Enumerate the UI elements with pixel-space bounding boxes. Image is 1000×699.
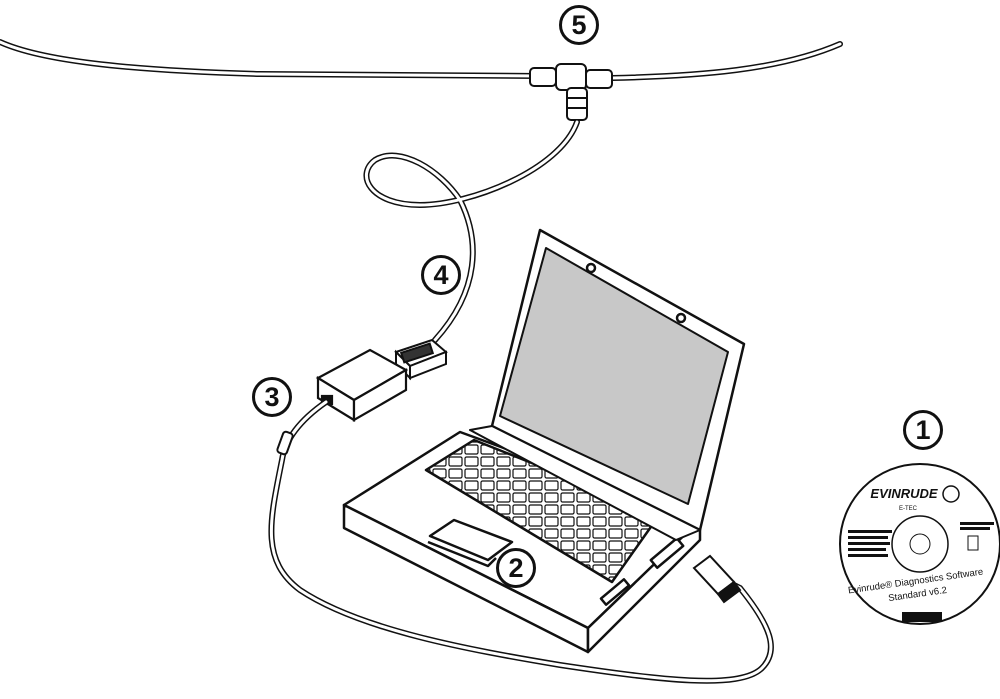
callout-4-serial-cable: 4	[421, 255, 461, 295]
db9-connector	[394, 338, 448, 381]
callout-5-t-connector: 5	[559, 5, 599, 45]
interface-module	[315, 348, 409, 422]
t-connector	[529, 63, 613, 121]
usb-plug	[692, 554, 742, 604]
network-cable	[0, 39, 843, 81]
software-cd: EVINRUDE E-TEC Evinrude® Diagnostics Sof…	[839, 463, 1000, 625]
cd-subbrand: E-TEC	[899, 506, 918, 512]
callout-3-interface: 3	[252, 377, 292, 417]
serial-cable	[363, 119, 580, 343]
laptop	[342, 228, 746, 654]
usb-cable	[268, 399, 774, 684]
callout-2-laptop: 2	[496, 548, 536, 588]
callout-1-cd: 1	[903, 410, 943, 450]
cd-brand: EVINRUDE	[870, 486, 938, 501]
